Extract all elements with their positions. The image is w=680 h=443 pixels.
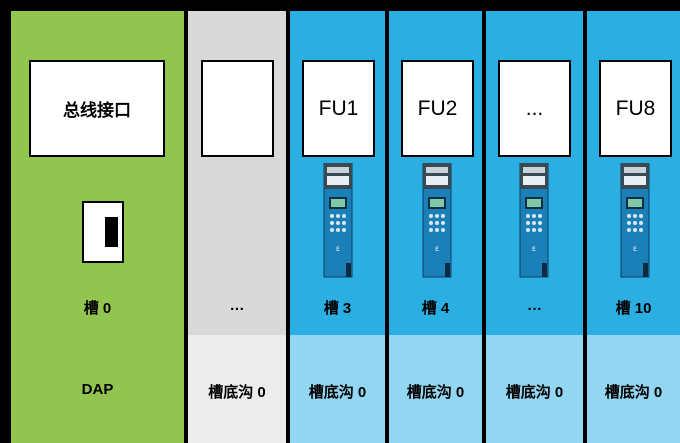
slot-label: 槽 10 — [615, 300, 652, 317]
port-connector-icon — [82, 201, 124, 263]
subslot-label: 槽底沟 0 — [406, 384, 465, 401]
dap-upper-area: 总线接口 槽 0 — [11, 11, 184, 335]
frequency-converter-module-icon: ε — [422, 163, 452, 278]
fu-box: FU2 — [401, 60, 474, 157]
fu-column: FU8 ε 槽 10 槽底沟 0 — [587, 11, 680, 443]
slot-label: 槽 4 — [421, 300, 450, 317]
empty-subslot-label: 槽底沟 0 — [208, 384, 266, 401]
slot-label: … — [527, 297, 542, 314]
fu-lower-area: 槽底沟 0 — [587, 335, 680, 443]
empty-slot-column: … 槽底沟 0 — [188, 11, 286, 443]
svg-text:ε: ε — [435, 244, 439, 253]
fu-upper-area: FU1 ε 槽 3 — [290, 11, 385, 335]
fu-box: FU8 — [599, 60, 672, 157]
dap-column: 总线接口 槽 0 DAP — [11, 11, 184, 443]
fu-lower-area: 槽底沟 0 — [486, 335, 583, 443]
empty-lower-area: 槽底沟 0 — [188, 335, 286, 443]
fu-box-label: ... — [525, 96, 544, 120]
subslot-label: 槽底沟 0 — [604, 384, 663, 401]
fu-box: ... — [498, 60, 571, 157]
slot-label: 槽 3 — [323, 300, 352, 317]
fu-box-label: FU8 — [615, 96, 656, 120]
fu-upper-area: FU2 ε 槽 4 — [389, 11, 482, 335]
dap-label: DAP — [81, 381, 114, 398]
subslot-label: 槽底沟 0 — [308, 384, 367, 401]
connector-slot — [105, 217, 118, 247]
subslot-label: 槽底沟 0 — [505, 384, 564, 401]
fu-box: FU1 — [302, 60, 375, 157]
slot-0-label: 槽 0 — [83, 300, 112, 317]
frequency-converter-module-icon: ε — [519, 163, 549, 278]
fu-lower-area: 槽底沟 0 — [290, 335, 385, 443]
fu-column: FU1 ε 槽 3 槽底沟 0 — [290, 11, 385, 443]
svg-text:ε: ε — [336, 244, 340, 253]
empty-slot-box — [201, 60, 274, 157]
dap-lower-area: DAP — [11, 335, 184, 443]
svg-text:ε: ε — [633, 244, 637, 253]
svg-text:ε: ε — [532, 244, 536, 253]
bus-interface-box: 总线接口 — [29, 60, 165, 157]
fu-column: FU2 ε 槽 4 槽底沟 0 — [389, 11, 482, 443]
fu-upper-area: ... ε … — [486, 11, 583, 335]
frequency-converter-module-icon: ε — [323, 163, 353, 278]
fu-box-label: FU1 — [318, 96, 359, 120]
bus-interface-label: 总线接口 — [63, 101, 131, 120]
empty-upper-area: … — [188, 11, 286, 335]
empty-slot-label: … — [229, 297, 245, 314]
fu-column: ... ε … 槽底沟 0 — [486, 11, 583, 443]
fu-lower-area: 槽底沟 0 — [389, 335, 482, 443]
fu-upper-area: FU8 ε 槽 10 — [587, 11, 680, 335]
frequency-converter-module-icon: ε — [620, 163, 650, 278]
fu-box-label: FU2 — [417, 96, 458, 120]
